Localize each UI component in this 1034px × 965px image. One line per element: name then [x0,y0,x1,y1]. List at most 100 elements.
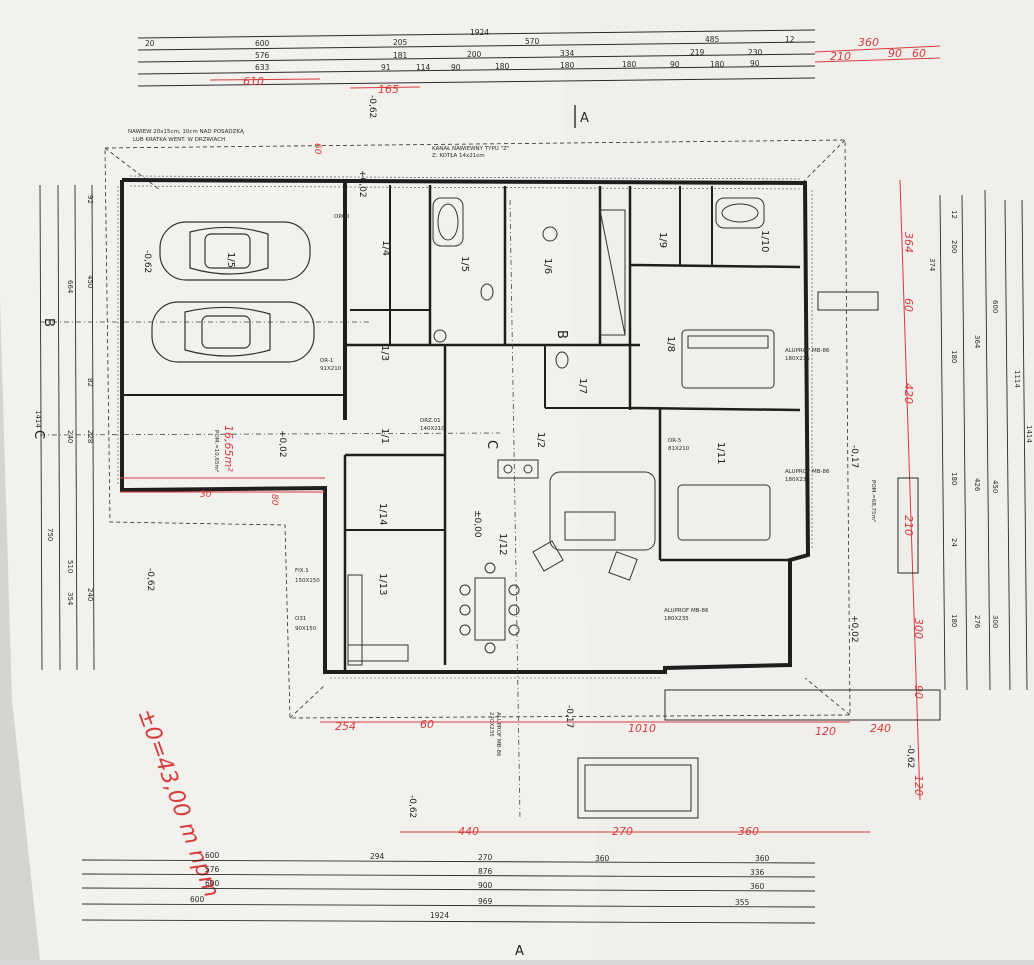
dim-top-row2-c: 205 [393,38,408,47]
sink-icon [433,329,447,343]
room-1-8: 1/8 [665,336,676,352]
level-2: -0,62 [407,795,417,818]
red-dim-top-right-d: 60 [912,47,926,60]
shower-icon [599,209,626,336]
note-nawiew: NAWIEW 20x15cm, 10cm NAD POSADZKĄ [128,129,244,135]
dim-bottom-4b: 969 [478,897,493,906]
note-pom-garage: POM.=10,65m² [213,430,220,472]
red-dim-top-right-a: 360 [858,36,879,49]
dim-top-row2-b: 600 [255,39,270,48]
room-1-6: 1/6 [542,258,553,274]
toilet-icon [480,283,494,301]
dim-bottom-1a: 600 [205,851,220,860]
top-dimensions [137,29,816,87]
dim-left-a: 92 [86,195,94,204]
note-kanal: KANAŁ NAWIEWNY TYPU "Z" [432,146,509,152]
section-a-top: A [580,111,589,126]
dim-right-h: 1414 [1025,425,1033,443]
dim-top-row3-d: 334 [560,49,575,58]
dim-bottom-4a: 600 [190,895,205,904]
dim-bottom-2b: 876 [478,867,493,876]
dim-top-row3-e: 219 [690,48,705,57]
kitchen-counter [347,574,409,666]
dim-top-row4-e: 180 [495,62,510,71]
dim-top-row4-a: 633 [255,63,270,72]
dim-right-n: 300 [991,615,999,628]
level-3: -0,62 [367,95,377,118]
dim-right-i: 180 [950,472,958,485]
red-bottom-b: 60 [420,718,434,731]
garage-cars [151,221,315,363]
dim-bottom-1b: 294 [370,852,385,861]
dim-bottom-1c: 270 [478,853,493,862]
dim-bottom-3a: 600 [205,879,220,888]
level-5: -0,62 [905,745,915,768]
dim-right-k: 450 [991,480,999,493]
section-b-inner: B [554,330,569,339]
dim-left-i: 510 [66,560,74,573]
car-icon [151,301,315,363]
sofa-icon [549,471,656,551]
dim-right-d: 600 [991,300,999,313]
room-1-5-garage: 1/5 [225,252,236,268]
note-fix: FIX.1 [295,568,309,574]
dim-right-o: 180 [950,614,958,627]
note-dr5: DR-5 [668,438,682,444]
note-aluprof-2: ALUPROF MB-86 [785,469,830,475]
dim-right-l: 24 [950,538,958,547]
dim-top-row3-c: 200 [467,50,482,59]
dim-left-c: 450 [86,275,94,288]
level-10: -0,62 [142,250,152,273]
red-bottom-c: 1010 [628,722,656,735]
red-bottom-h: 240 [870,722,891,735]
note-dr5-size: 81X210 [668,446,690,452]
room-1-5: 1/5 [459,256,470,272]
dim-top-row4-h: 90 [670,60,680,69]
red-right-e: 300 [912,618,925,639]
dim-top-row4-c: 114 [416,63,431,72]
note-drz: DRZ.01 [420,418,441,424]
dim-left-f: 228 [86,430,94,443]
red-dim-top-right-c: 90 [888,47,902,60]
note-o31: O31 [295,616,306,622]
red-garage-r1: 60 [312,143,322,155]
red-garage-r3: 30 [200,490,212,500]
note-kanal2: Z: KOTŁA 14x21cm [432,153,485,159]
note-pom-right: POM.=68,75m² [870,480,877,522]
red-right-a: 364 [902,232,915,253]
room-1-11: 1/11 [715,442,726,464]
level-1: -0,62 [145,568,155,591]
dim-bottom-1d: 360 [595,854,610,863]
room-1-13: 1/13 [377,573,388,595]
room-1-9: 1/9 [657,232,668,248]
dim-right-f: 180 [950,350,958,363]
dim-top-total: 1924 [470,28,489,37]
section-c-inner: C [484,440,499,449]
dim-top-row3-f: 230 [748,48,763,57]
dim-top-row4-b: 91 [381,63,391,72]
stove-icon [497,459,539,479]
room-1-14: 1/14 [377,503,388,525]
room-1-4: 1/4 [380,240,391,256]
red-garage-area: 16,65m² [222,425,235,472]
dim-right-e: 364 [973,335,981,349]
room-1-7: 1/7 [577,378,588,394]
dim-right-c: 374 [928,258,936,272]
dim-bottom-4c: 355 [735,898,750,907]
red-right-d: 210 [902,515,915,536]
dim-right-a: 12 [950,210,958,219]
note-dr: DR-1 [320,358,333,364]
red-dim-top-right-b: 210 [830,50,851,63]
red-right-g: 120 [912,775,925,796]
note-aluprof-4: ALUPROF MB-86 [495,712,501,757]
room-1-1: 1/1 [379,428,390,444]
red-bottom-a: 254 [335,720,356,733]
dim-right-m: 276 [973,615,981,629]
bed-icon [681,329,775,389]
red-garage-r2: 80 [269,494,279,506]
armchair-icon [608,551,638,581]
room-1-12: 1/12 [497,533,508,555]
note-aluprof-3: ALUPROF MB-86 [664,608,709,614]
